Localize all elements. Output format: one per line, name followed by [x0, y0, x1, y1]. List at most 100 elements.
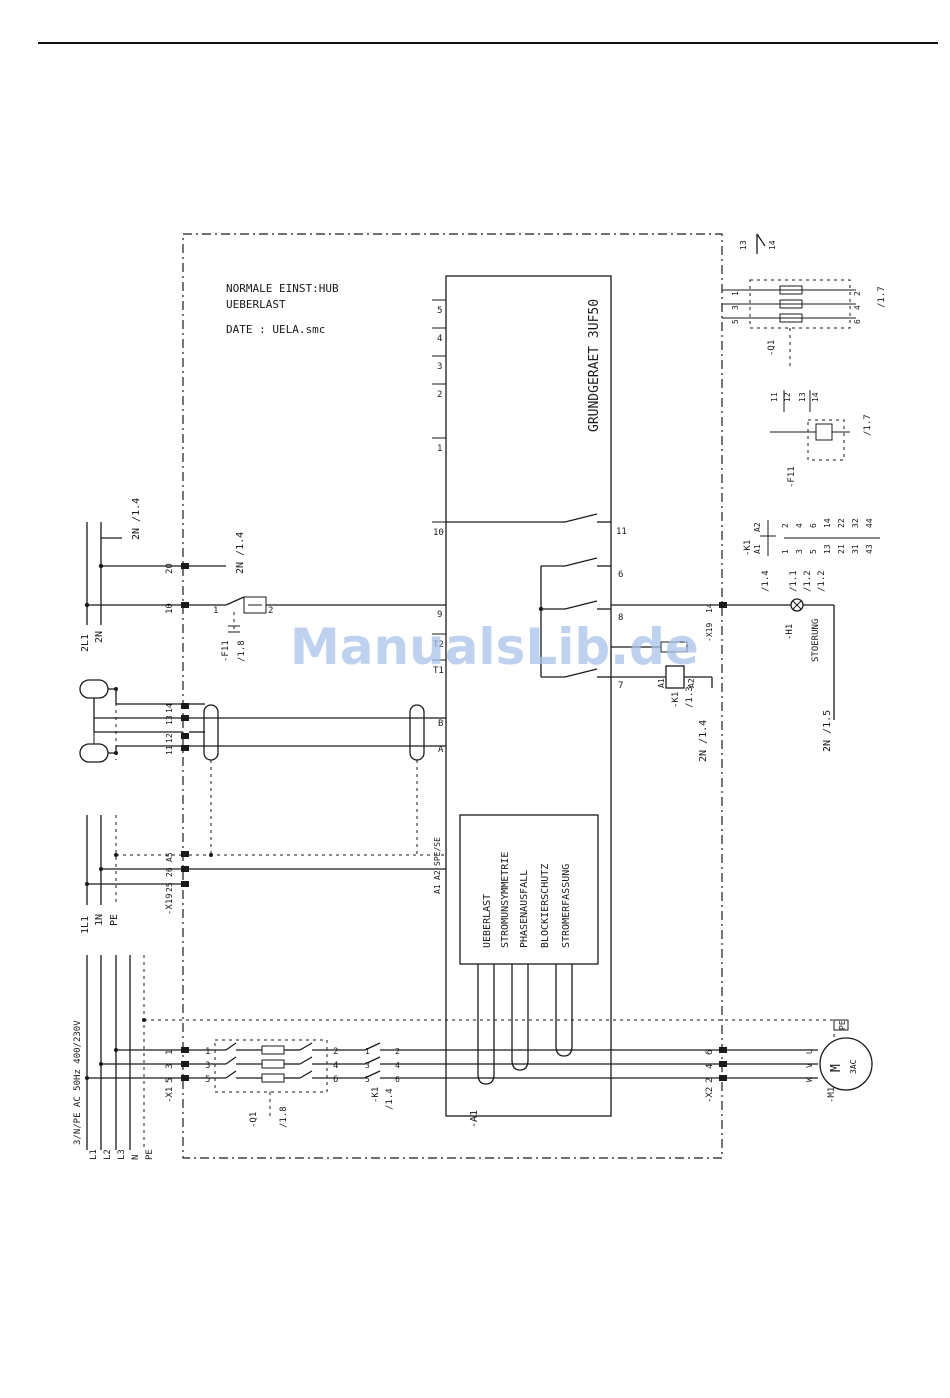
- motor-term-pe: PE: [838, 1020, 847, 1030]
- note-line-1: NORMALE EINST:HUB: [226, 282, 339, 295]
- k1-num-1: 1: [365, 1047, 370, 1056]
- x19-num-14: 14: [165, 703, 174, 713]
- ctrl-pe-label: PE: [109, 914, 120, 926]
- bus-2n-label: 2N: [94, 631, 105, 643]
- leg-k1-ref-3: /1.2: [817, 570, 827, 592]
- leg-f11-11: 11: [770, 392, 779, 402]
- crossref-1: 2N /1.4: [131, 498, 142, 540]
- k1-coil-ref: -K1: [671, 692, 681, 708]
- motor-icon: [819, 1037, 873, 1091]
- leg-q1-6: 6: [853, 319, 862, 324]
- leg-q1-refcross: /1.7: [877, 286, 887, 308]
- pin-2: 2: [437, 390, 442, 400]
- function-label-0: UEBERLAST: [482, 894, 493, 948]
- terminal-x19-20: [181, 563, 189, 569]
- k1-num-4: 4: [395, 1061, 400, 1070]
- k1-num-3: 3: [365, 1061, 370, 1070]
- motor-m1: M 3AC U V W PE -M1: [805, 1019, 873, 1103]
- f11-pin-2: 2: [268, 606, 273, 616]
- q1-breaker: 1 3 5 2 4 6 -Q1 /1.8: [189, 1039, 365, 1128]
- leg-f11-13: 13: [798, 392, 807, 402]
- q1-num-4: 4: [333, 1061, 338, 1071]
- thermistor-2-icon: [79, 743, 109, 763]
- x1-num-5: 5: [165, 1078, 175, 1083]
- supply-spec: 3/N/PE AC 50Hz 400/230V: [73, 1020, 83, 1145]
- cabinet-frame: [182, 233, 723, 1159]
- ct-loop-3: [555, 964, 573, 1057]
- terminal-x19-10: [181, 602, 189, 608]
- pin-10: 10: [433, 528, 444, 538]
- function-label-1: STROMUNSYMMETRIE: [500, 852, 511, 948]
- leg-k1-b6: 43: [865, 544, 874, 554]
- x19-right-num: 14: [705, 603, 714, 613]
- q1-num-1: 1: [205, 1047, 210, 1057]
- terminal-x19-right-14: [719, 602, 727, 608]
- leg-k1-t0: 2: [781, 523, 790, 528]
- motor-term-u: U: [805, 1049, 814, 1054]
- f11-thermal-circuit: 1 2 -F11 /1.8: [189, 596, 446, 662]
- ct-loop-2: [511, 964, 529, 1071]
- terminal-x19-group: 20 10 14 13 12 11 A5 26 25 -X19: [165, 563, 189, 915]
- leg-k1-t1: 4: [795, 523, 804, 528]
- x19-num-12: 12: [165, 733, 174, 743]
- leg-q1-1: 1: [731, 291, 740, 296]
- leg-k1-ref-1: /1.1: [789, 570, 799, 592]
- leg-k1-b4: 21: [837, 544, 846, 554]
- x1-num-3: 3: [165, 1064, 175, 1069]
- f11-refcross: /1.8: [237, 640, 247, 662]
- motor-term-w: W: [805, 1077, 814, 1082]
- terminal-x2-group: 6 4 2 -X2: [705, 1047, 818, 1103]
- x19-num-26: 26: [165, 867, 174, 877]
- leg-k1-t4: 22: [837, 518, 846, 528]
- q1-num-3: 3: [205, 1061, 210, 1071]
- leg-f11-ref: -F11: [787, 466, 797, 488]
- pin-t2: T2: [433, 640, 444, 650]
- terminal-x2-4: [719, 1061, 727, 1067]
- leg-k1-b1: 3: [795, 549, 804, 554]
- leg-k1-a1: A1: [753, 544, 762, 554]
- x19-right-ref: -X19: [705, 623, 714, 642]
- q1-refcross: /1.8: [279, 1106, 289, 1128]
- motor-ref: -M1: [827, 1087, 837, 1103]
- device-term-a1: A1: [433, 884, 442, 894]
- leg-f11-refcross: /1.7: [863, 414, 873, 436]
- device-3uf50-box: [445, 275, 612, 1117]
- leg-q1-14: 14: [768, 240, 777, 250]
- pin-5: 5: [437, 306, 442, 316]
- terminal-x1-3: [181, 1061, 189, 1067]
- device-left-pins: 5 4 3 2 1 10 9 T2 T1 B A: [432, 299, 446, 755]
- terminal-x19-26: [181, 866, 189, 872]
- h1-indicator-circuit: 14 -X19 -H1 STOERUNG 2N /1.5 2N /1.4: [611, 598, 835, 762]
- h1-ref: -H1: [785, 624, 795, 640]
- terminal-x19-25: [181, 881, 189, 887]
- leg-q1-13: 13: [739, 240, 748, 250]
- control-supply-lines: 1L1 1N PE SPE/SE A2 A1: [80, 815, 446, 934]
- leg-q1-2: 2: [853, 291, 862, 296]
- device-ref: -A1: [469, 1110, 480, 1128]
- terminal-x19-11: [181, 745, 189, 751]
- leg-k1-t2: 6: [809, 523, 818, 528]
- thermistor-1-icon: [79, 679, 109, 699]
- leg-f11-14: 14: [811, 392, 820, 402]
- leg-k1-ref: -K1: [743, 540, 753, 556]
- terminal-x1-1: [181, 1047, 189, 1053]
- pin-11: 11: [616, 527, 627, 537]
- x19-num-25: 25: [165, 882, 174, 892]
- supply-l3: L3: [117, 1149, 127, 1160]
- x19-ref: -X19: [165, 893, 175, 915]
- x2-ref: -X2: [705, 1087, 715, 1103]
- supply-l1: L1: [89, 1149, 99, 1160]
- function-label-4: STROMERFASSUNG: [561, 864, 572, 948]
- function-label-3: BLOCKIERSCHUTZ: [540, 864, 551, 948]
- x19-num-10: 10: [165, 603, 175, 614]
- pin-1: 1: [437, 444, 442, 454]
- leg-q1-5: 5: [731, 319, 740, 324]
- terminal-x2-2: [719, 1075, 727, 1081]
- device-title: GRUNDGERAET 3UF50: [587, 299, 602, 432]
- leg-q1-ref: -Q1: [767, 340, 777, 356]
- x1-num-1: 1: [165, 1050, 175, 1055]
- terminal-x1-5: [181, 1075, 189, 1081]
- k1-num-6: 6: [395, 1075, 400, 1084]
